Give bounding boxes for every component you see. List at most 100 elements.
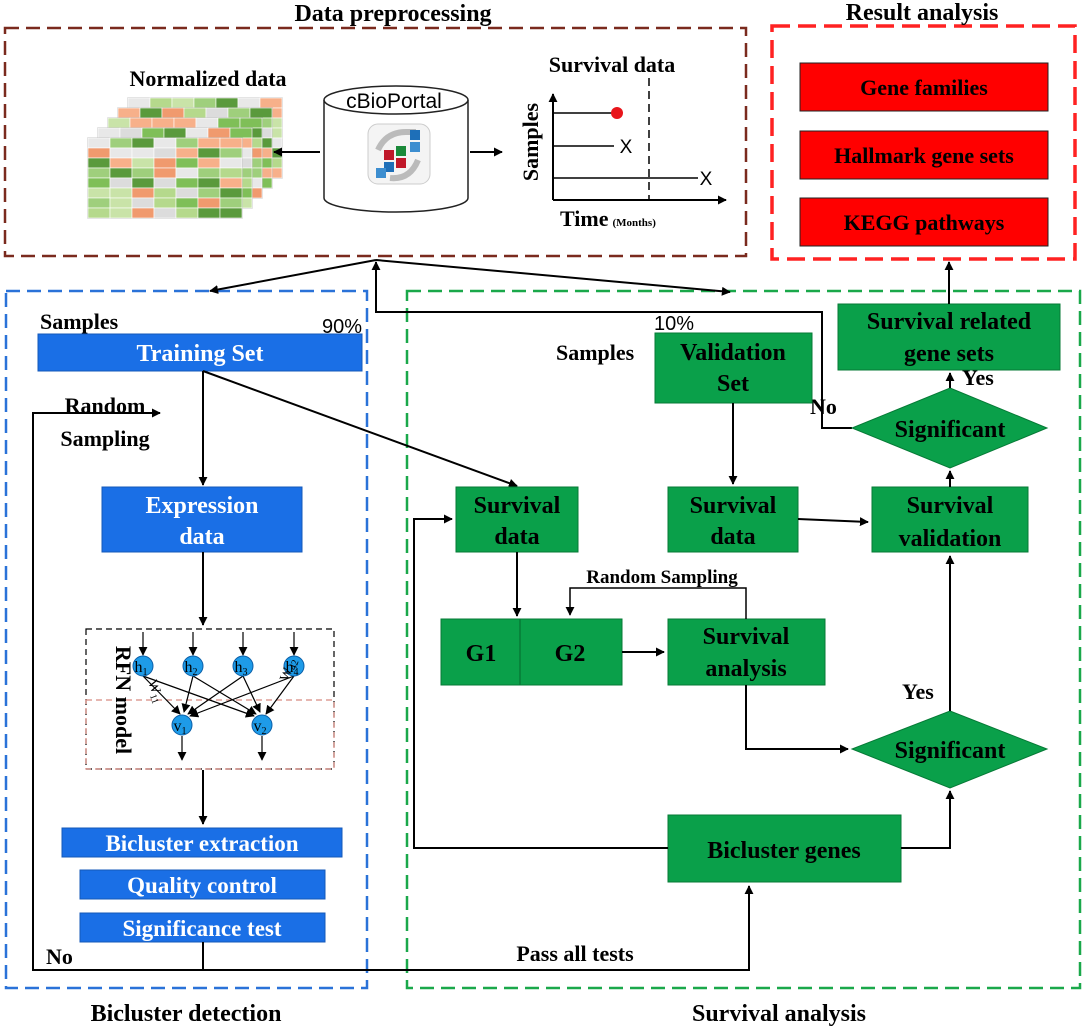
bicluster-samples-label: Samples [40,309,119,334]
censored-marker [611,107,623,119]
survival-analysis-frame [405,289,1082,990]
validation-set-label-1: Validation [680,340,786,366]
bicluster-extraction-label: Bicluster extraction [105,831,298,856]
hallmark-gene-sets-label: Hallmark gene sets [834,143,1014,168]
arrow-genes-to-significant [901,790,955,849]
bicluster-detection-frame [4,289,369,990]
significant-bottom-label: Significant [895,738,1006,764]
bicluster-extraction-box [61,827,343,858]
visible-unit-subscript: 2 [262,726,267,737]
arrow-survival-data-to-validation [797,517,869,527]
expression-data-label-1: Expression [146,493,259,519]
hidden-unit-h4: h4 [283,655,305,678]
normalized-data-heatmap-icon [87,97,283,219]
weight-label: W [144,678,163,696]
visible-unit-v1: v1 [171,714,193,737]
time-axis-label: Time(Months) [560,206,656,231]
hidden-unit-subscript: 2 [193,667,198,678]
gene-families-label: Gene families [860,75,988,100]
survival-validation-box [871,486,1029,553]
hidden-unit-h3: h3 [232,655,254,678]
kegg-pathways-label: KEGG pathways [844,210,1005,235]
pass-all-tests-line [203,885,754,971]
survival-analysis-label-2: analysis [705,656,786,682]
weight-subscript: 42 [288,658,302,671]
survival-related-label-1: Survival related [867,309,1032,335]
time-axis-text: Time [560,206,609,231]
bicluster-no-label: No [46,944,73,969]
survival-validation-label-2: validation [899,526,1002,552]
svg-text:v1: v1 [174,718,187,737]
feedback-no-label: No [810,394,837,419]
bicluster-genes-label: Bicluster genes [707,838,861,864]
svg-text:h2: h2 [185,659,198,678]
survival-data-box-left [455,486,579,553]
arrow-genes-to-survival-data [413,514,668,849]
visible-unit-label: v [254,718,262,735]
significant-top-label: Significant [895,417,1006,443]
hallmark-gene-sets-box [799,130,1049,180]
time-axis-unit: (Months) [612,217,656,229]
visible-unit-subscript: 1 [182,726,187,737]
significant-bottom-diamond [850,710,1049,789]
hidden-unit-h1: h1 [132,655,154,678]
survival-related-label-2: gene sets [904,341,994,367]
pass-all-tests-label: Pass all tests [516,941,634,966]
expression-data-label-2: data [179,524,224,550]
yes-top-label: Yes [962,365,994,390]
rfn-network [138,632,299,761]
bicluster-random-label: Random [65,393,146,418]
expression-data-box [101,486,303,553]
arrow-training-to-survival-data [202,370,518,488]
rfn-model-label: RFN model [111,646,136,754]
data-preprocessing-frame [3,26,748,258]
validation-samples-label: Samples [556,340,635,365]
event-mark-1: X [620,137,633,158]
yes-bottom-label: Yes [902,679,934,704]
kegg-pathways-box [799,197,1049,247]
arrow-analysis-to-significant [745,685,849,754]
svg-text:h1: h1 [135,659,148,678]
training-set-box [37,333,363,372]
quality-control-box [79,869,326,900]
survival-analysis-label-1: Survival [703,624,790,650]
bicluster-genes-box [667,814,902,883]
weight-label-w42: W42 [278,656,302,684]
svg-text:h4: h4 [286,659,299,678]
hidden-unit-subscript: 1 [143,667,148,678]
survival-related-gene-sets-box [837,303,1061,371]
feedback-no-line [371,261,852,429]
hidden-unit-subscript: 4 [294,667,299,678]
weight-subscript: 11 [147,693,161,706]
weight-label-w11: W11 [142,678,166,705]
bicluster-sampling-label: Sampling [60,426,149,451]
survival-analysis-title: Survival analysis [692,1001,866,1027]
quality-control-label: Quality control [127,873,277,898]
validation-percent-label: 10% [654,313,694,335]
arrow-preproc-to-survival [375,259,731,296]
result-analysis-title: Result analysis [846,0,999,26]
event-mark-2: X [700,169,713,190]
cbioportal-database-icon [323,85,469,213]
visible-unit-v2: v2 [251,714,273,737]
validation-set-label-2: Set [717,371,749,397]
hidden-unit-label: h [235,659,243,676]
survival-data-left-label-2: data [494,524,539,550]
significance-test-label: Significance test [122,916,281,941]
data-preprocessing-title: Data preprocessing [294,1,491,27]
visible-unit-label: v [174,718,182,735]
survival-data-middle-label-2: data [710,524,755,550]
random-sampling-loop [565,587,747,619]
arrow-preproc-to-bicluster [209,259,377,294]
significant-top-diamond [850,387,1049,469]
random-sampling-label: Random Sampling [586,567,738,588]
svg-text:h3: h3 [235,659,248,678]
group-g2-label: G2 [555,641,586,667]
no-loop-line [32,408,204,971]
hidden-unit-label: h [185,659,193,676]
survival-plot-title: Survival data [549,52,676,77]
survival-data-box-middle [667,486,799,553]
groups-box [440,618,623,686]
hidden-unit-subscript: 3 [243,667,248,678]
